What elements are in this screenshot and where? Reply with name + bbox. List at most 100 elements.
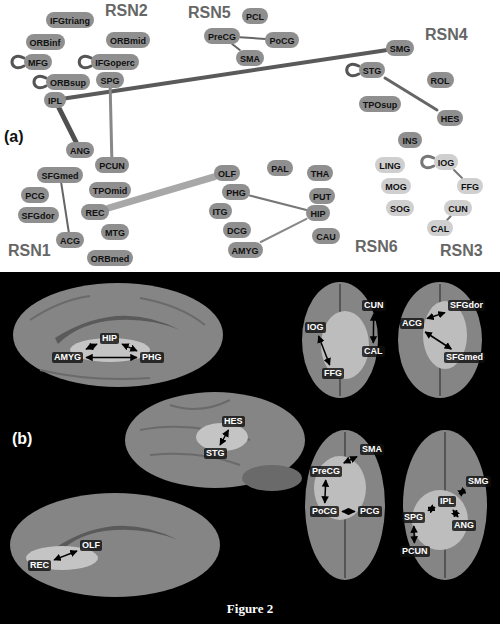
medial-brain	[13, 283, 223, 387]
region-node: SMA	[236, 50, 264, 66]
region-node: TPOsup	[359, 96, 402, 112]
connection-line	[454, 170, 462, 178]
region-name: ORBmed	[91, 254, 130, 264]
double-arrow	[54, 551, 77, 560]
network-label: RSN5	[188, 4, 231, 22]
region-name: DCG	[227, 226, 247, 236]
region-label: REC	[28, 560, 51, 571]
region-node: LING	[375, 157, 405, 173]
region-node: PoCG	[265, 32, 298, 48]
region-name: PAL	[271, 164, 288, 174]
connection-line	[240, 37, 265, 39]
region-node: SPG	[96, 72, 123, 88]
top-brain	[403, 430, 487, 580]
region-label: AMYG	[52, 352, 83, 363]
region-node: SFGdor	[18, 207, 59, 223]
region-label: SFGdor	[448, 300, 485, 311]
region-node: OLF	[214, 165, 240, 181]
region-label: PCUN	[400, 546, 430, 557]
figure-caption: Figure 2	[0, 601, 500, 617]
double-arrow	[459, 490, 465, 494]
connection-line	[261, 219, 307, 242]
region-node: MTG	[101, 224, 129, 240]
region-name: TPOmid	[93, 186, 128, 196]
region-node: PCUN	[95, 157, 129, 173]
gyri	[30, 296, 205, 379]
panel-tag: (a)	[4, 128, 24, 146]
region-name: PHG	[226, 188, 246, 198]
region-node: ORBsup	[46, 74, 90, 90]
region-name: MOG	[385, 182, 407, 192]
gyri	[140, 400, 250, 465]
region-name: PCG	[25, 191, 45, 201]
region-name: PUT	[313, 192, 331, 202]
region-name: REC	[85, 208, 104, 218]
region-label: ACG	[400, 318, 424, 329]
region-name: LING	[379, 161, 401, 171]
region-name: ORBsup	[50, 78, 86, 88]
top-brain	[305, 430, 385, 580]
network-label: RSN4	[425, 26, 468, 44]
region-label: SPG	[402, 512, 425, 523]
region-node: SMG	[386, 40, 415, 56]
region-node: ANG	[66, 142, 94, 158]
region-name: SOG	[390, 204, 410, 214]
connection-line	[34, 76, 46, 87]
region-name: CAU	[316, 232, 336, 242]
region-label: HIP	[100, 333, 119, 344]
double-arrow	[344, 457, 357, 463]
region-node: THA	[307, 165, 334, 181]
network-label: RSN1	[8, 242, 51, 260]
region-name: ANG	[70, 146, 90, 156]
region-name: ORBinf	[30, 38, 61, 48]
network-label: RSN3	[440, 242, 483, 260]
region-node: PCG	[21, 187, 49, 203]
region-node: INS	[398, 132, 421, 148]
region-label: IPL	[438, 496, 456, 507]
region-node: HES	[437, 110, 464, 126]
network-label: RSN2	[105, 2, 148, 20]
connection-line	[110, 88, 112, 157]
region-node: CAU	[312, 228, 340, 244]
region-node: ACG	[56, 232, 84, 248]
region-node: TPOmid	[89, 182, 132, 198]
region-node: PUT	[309, 188, 335, 204]
region-label: ANG	[452, 520, 476, 531]
double-arrow	[413, 526, 415, 543]
connection-line	[447, 216, 451, 220]
region-node: ORBinf	[26, 34, 65, 50]
region-node: DCG	[223, 222, 251, 238]
region-node: PreCG	[204, 28, 240, 44]
region-node: MOG	[381, 178, 411, 194]
region-label: CAL	[362, 346, 385, 357]
region-label: SFGmed	[444, 352, 485, 363]
double-arrow	[425, 332, 451, 349]
region-name: MTG	[105, 228, 125, 238]
region-name: PreCG	[208, 32, 236, 42]
region-name: INS	[402, 136, 417, 146]
corpus-callosum	[55, 316, 180, 344]
region-node: PAL	[267, 160, 292, 176]
region-name: STG	[363, 66, 382, 76]
double-arrow	[427, 313, 445, 319]
region-name: SFGdor	[22, 211, 55, 221]
panel-tag: (b)	[12, 430, 32, 448]
region-name: FFG	[461, 182, 479, 192]
region-node: REC	[81, 204, 108, 220]
region-node: MFG	[24, 54, 52, 70]
double-arrow	[453, 510, 458, 517]
region-name: PoCG	[269, 36, 294, 46]
region-name: CUN	[448, 204, 468, 214]
double-arrow	[122, 344, 137, 351]
double-arrow	[86, 357, 137, 359]
connection-line	[422, 156, 434, 167]
region-name: HIP	[310, 209, 325, 219]
region-name: SPG	[100, 76, 119, 86]
region-label: HES	[222, 416, 245, 427]
region-name: OLF	[218, 169, 236, 179]
region-name: ROL	[431, 76, 450, 86]
region-name: HES	[441, 114, 460, 124]
region-label: OLF	[80, 540, 102, 551]
region-node: ROL	[427, 72, 454, 88]
region-name: IFGtriang	[50, 16, 90, 26]
